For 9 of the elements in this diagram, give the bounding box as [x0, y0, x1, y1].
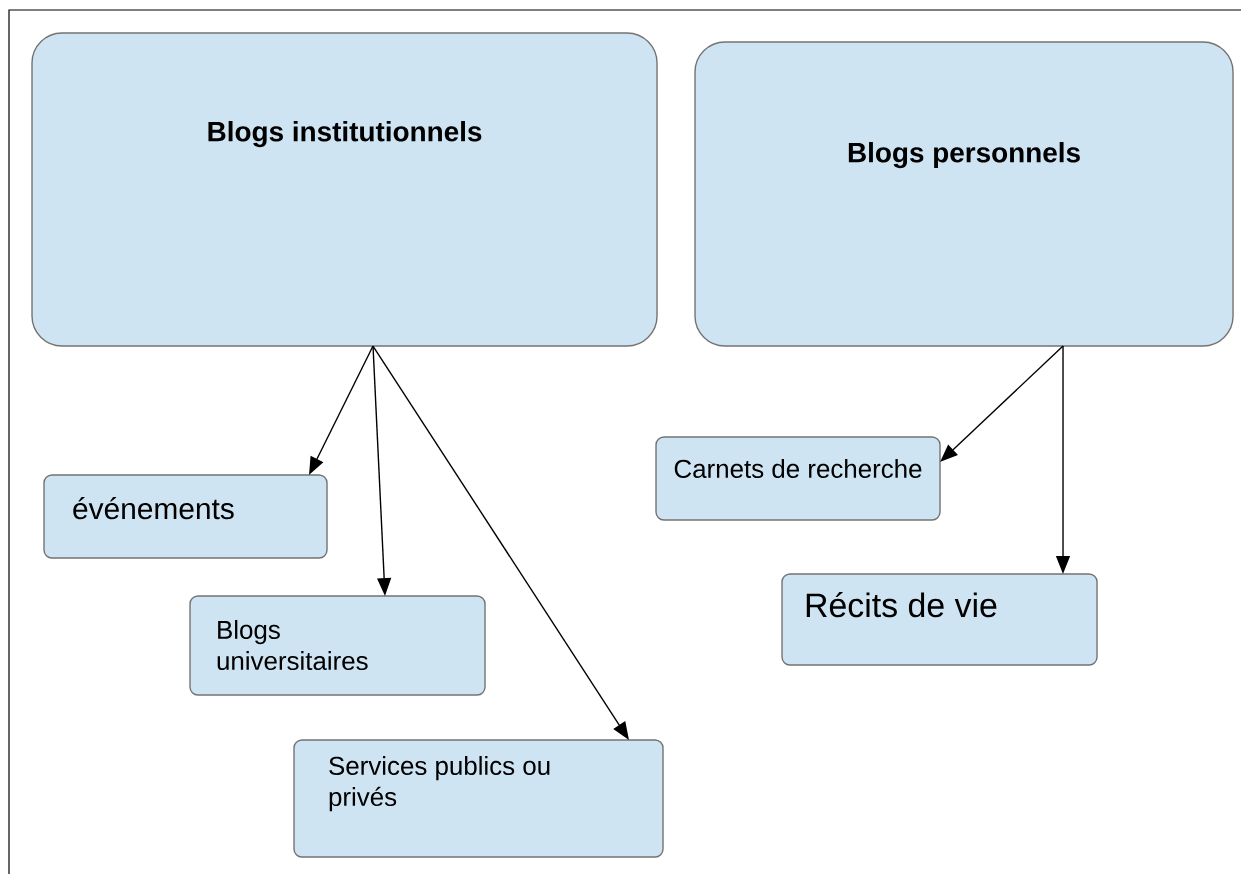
rounded-box: événements	[43, 474, 328, 559]
rounded-box: Blogs personnels	[694, 41, 1234, 347]
arrow	[372, 345, 629, 740]
rounded-box: Services publics ou privés	[293, 739, 664, 858]
rounded-box: Blogs universitaires	[189, 595, 486, 696]
rounded-box: Récits de vie	[781, 573, 1098, 666]
rounded-box: Carnets de recherche	[655, 436, 941, 521]
rounded-box: Blogs institutionnels	[31, 32, 658, 347]
arrow	[940, 345, 1064, 462]
